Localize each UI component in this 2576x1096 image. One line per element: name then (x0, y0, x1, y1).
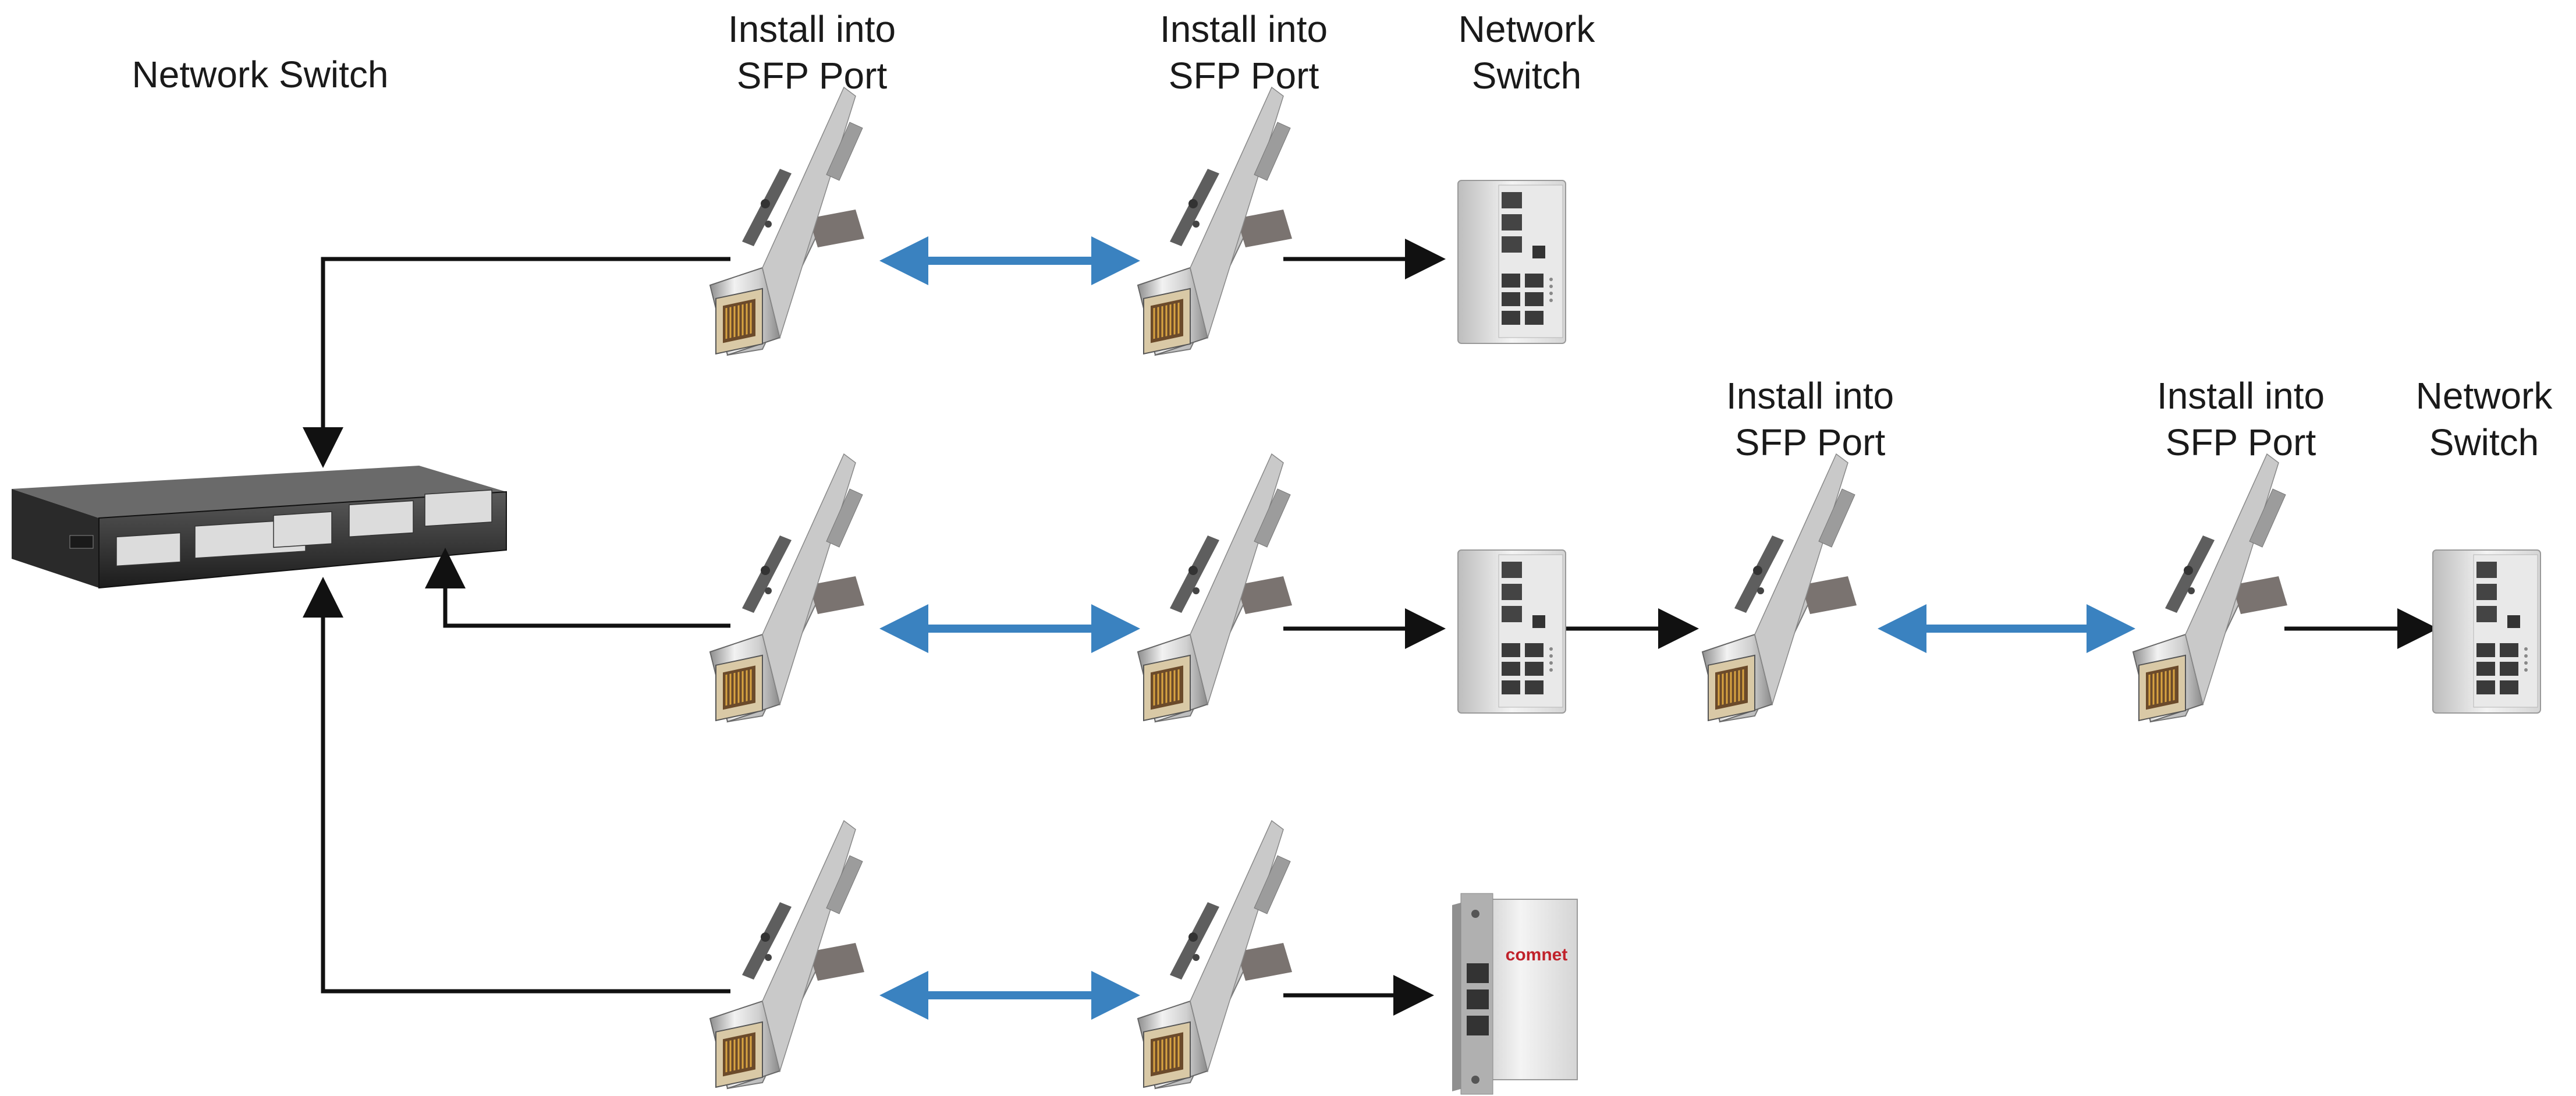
edge-network-switch (1457, 180, 1566, 344)
sfp-module (709, 820, 865, 1090)
label-line-1: Install into (1726, 375, 1894, 417)
label-network-switch-main: Network Switch (132, 51, 389, 98)
copper-links (303, 239, 2438, 1016)
label-text: Network Switch (132, 54, 389, 95)
label-line-1: Install into (2156, 375, 2325, 417)
edge-network-switch (1457, 549, 1566, 714)
sfp-module (2132, 453, 2288, 723)
label-install-sfp-3: Install into SFP Port (1726, 373, 1894, 466)
core-network-switch (12, 466, 507, 589)
label-install-sfp-4: Install into SFP Port (2157, 373, 2325, 466)
sfp-module (709, 86, 865, 356)
label-install-sfp-1: Install into SFP Port (728, 6, 896, 99)
sfp-module (1137, 820, 1293, 1090)
sfp-module (1137, 453, 1293, 723)
sfp-module (1701, 453, 1858, 723)
label-line-1: Install into (1159, 8, 1328, 50)
label-line-2: SFP Port (1168, 55, 1319, 97)
label-line-1: Network (1458, 8, 1595, 50)
media-converter-brand-logo: comnet (1506, 945, 1568, 964)
label-line-2: SFP Port (2165, 421, 2316, 463)
label-line-2: Switch (1471, 55, 1582, 97)
label-network-switch-1: Network Switch (1459, 6, 1595, 99)
label-line-1: Network (2415, 375, 2553, 417)
label-network-switch-2: Network Switch (2416, 373, 2553, 466)
fiber-links (879, 236, 2135, 1020)
label-line-2: SFP Port (736, 55, 888, 97)
sfp-module (709, 453, 865, 723)
label-line-2: Switch (2429, 421, 2539, 463)
label-install-sfp-2: Install into SFP Port (1160, 6, 1328, 99)
sfp-module (1137, 86, 1293, 356)
edge-network-switch (2432, 549, 2541, 714)
media-converter: comnet (1452, 893, 1578, 1095)
label-line-2: SFP Port (1734, 421, 1886, 463)
label-line-1: Install into (728, 8, 896, 50)
